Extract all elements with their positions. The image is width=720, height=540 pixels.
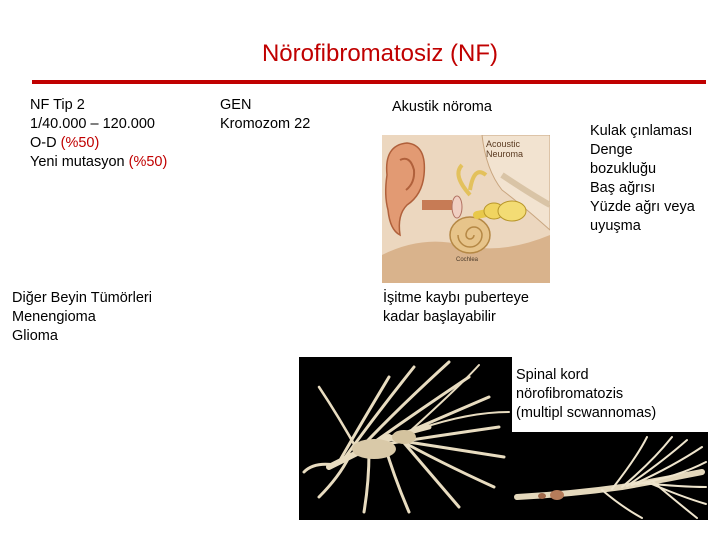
symptom-item: Kulak çınlaması [590, 123, 693, 139]
spinal-specimen-photo-2 [512, 432, 708, 520]
page-title: Nörofibromatosiz (NF) [261, 40, 499, 67]
symptom-item: uyuşma [590, 218, 641, 234]
spinal-specimen-photo-1 [299, 357, 512, 520]
nf-new-mutation: Yeni mutasyon (%50) [30, 154, 168, 170]
spinal-line: (multipl scwannomas) [516, 405, 657, 421]
spinal-line: nörofibromatozis [516, 386, 624, 402]
inheritance-percent: (%50) [60, 135, 100, 151]
other-tumors-block: Diğer Beyin Tümörleri Menengioma Glioma [12, 289, 152, 346]
symptoms-block: Kulak çınlaması Denge bozukluğu Baş ağrı… [590, 122, 695, 236]
nf-inheritance: O-D (%50) [30, 135, 100, 151]
symptom-item: Denge [590, 142, 633, 158]
nf-incidence: 1/40.000 – 120.000 [30, 116, 155, 132]
acoustic-heading: Akustik nöroma [392, 99, 492, 115]
new-mutation-percent: (%50) [128, 154, 168, 170]
gene-chromosome: Kromozom 22 [220, 116, 311, 132]
symptom-item: Baş ağrısı [590, 180, 656, 196]
gene-block: GEN Kromozom 22 [220, 96, 310, 134]
spinal-line: Spinal kord [516, 367, 589, 383]
gene-label: GEN [220, 97, 252, 113]
symptom-item: Yüzde ağrı veya [590, 199, 695, 215]
acoustic-neuroma-image: Acoustic Neuroma Cochlea [382, 135, 550, 283]
figure-label-acoustic: Acoustic [486, 139, 521, 149]
spinal-block: Spinal kord nörofibromatozis (multipl sc… [516, 366, 656, 423]
symptom-item: bozukluğu [590, 161, 657, 177]
figure-label-neuroma: Neuroma [486, 149, 523, 159]
title-divider [32, 80, 706, 84]
other-tumor-item: Menengioma [12, 309, 96, 325]
figure-label-cochlea: Cochlea [456, 257, 479, 263]
hearing-loss-block: İşitme kaybı puberteye kadar başlayabili… [383, 289, 529, 327]
other-tumor-item: Glioma [12, 328, 58, 344]
nf-type: NF Tip 2 [30, 97, 85, 113]
hearing-loss-line: İşitme kaybı puberteye [383, 290, 529, 306]
hearing-loss-line: kadar başlayabilir [383, 309, 496, 325]
other-tumor-item: Diğer Beyin Tümörleri [12, 290, 152, 306]
nf-info-block: NF Tip 2 1/40.000 – 120.000 O-D (%50) Ye… [30, 96, 167, 172]
